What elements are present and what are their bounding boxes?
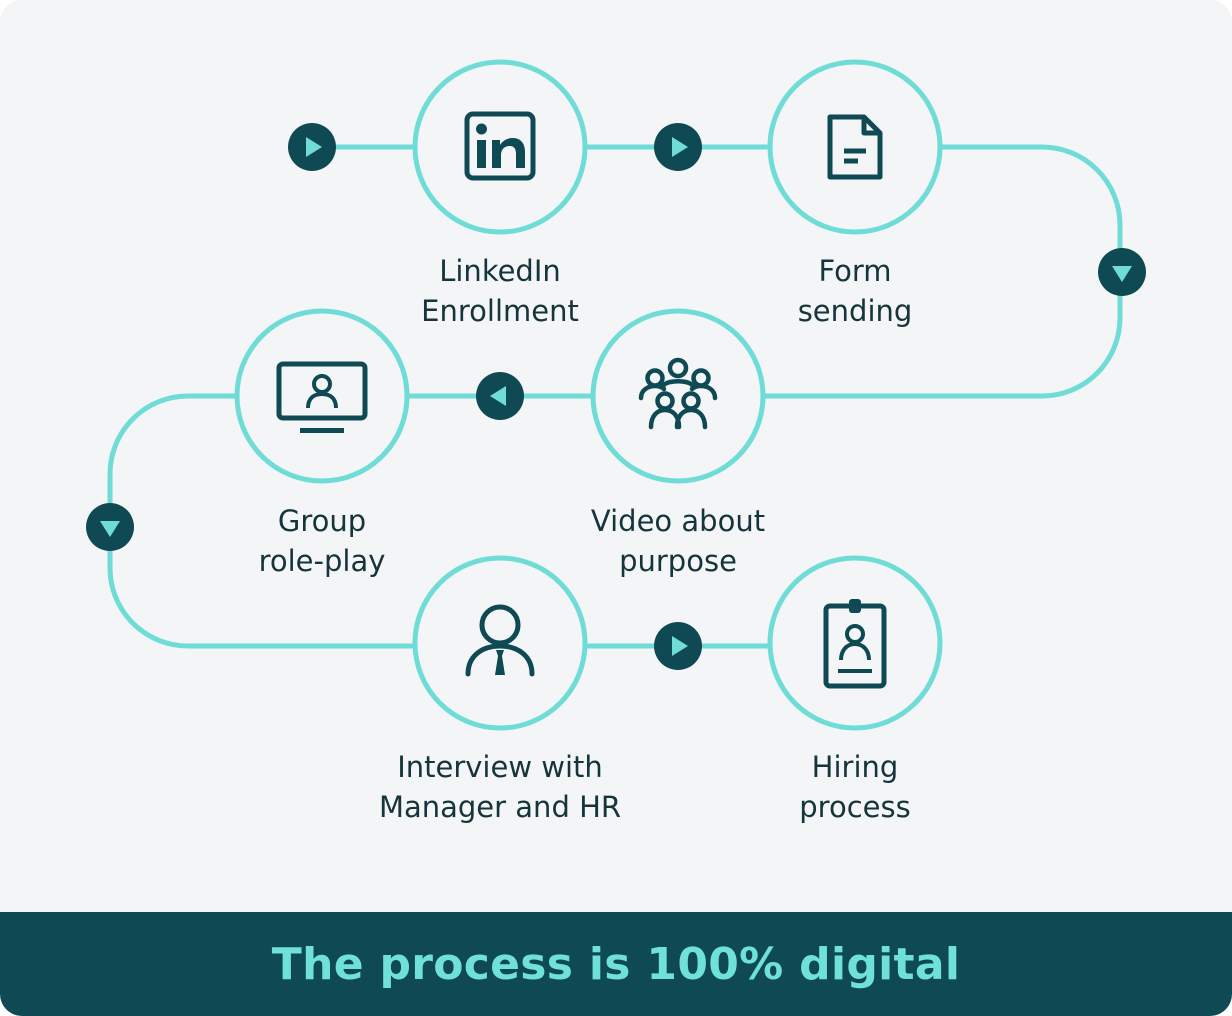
footer-text: The process is 100% digital — [271, 938, 961, 990]
arrow-left-icon — [476, 372, 524, 420]
footer-banner: The process is 100% digital — [0, 912, 1232, 1016]
arrow-down-icon — [86, 503, 134, 551]
step-circle-video — [590, 308, 766, 484]
step-circle-form — [767, 59, 943, 235]
step-label-form: Form sending — [797, 254, 913, 328]
linkedin-icon — [464, 111, 536, 181]
step-label-interview: Interview with Manager and HR — [378, 750, 622, 824]
step-label-linkedin: LinkedIn Enrollment — [421, 254, 579, 328]
document-icon — [827, 114, 883, 180]
arrow-right-start-icon — [288, 123, 336, 171]
id-badge-icon — [823, 599, 887, 689]
arrow-down-icon — [1098, 248, 1146, 296]
arrow-right-icon — [654, 123, 702, 171]
step-label-video: Video about purpose — [590, 504, 766, 578]
manager-icon — [465, 604, 535, 677]
process-flow-diagram — [86, 59, 1146, 731]
monitor-user-icon — [276, 361, 368, 433]
group-icon — [638, 357, 718, 430]
step-label-roleplay: Group role-play — [258, 504, 386, 578]
arrow-right-icon — [654, 622, 702, 670]
step-label-hiring: Hiring process — [799, 750, 911, 824]
